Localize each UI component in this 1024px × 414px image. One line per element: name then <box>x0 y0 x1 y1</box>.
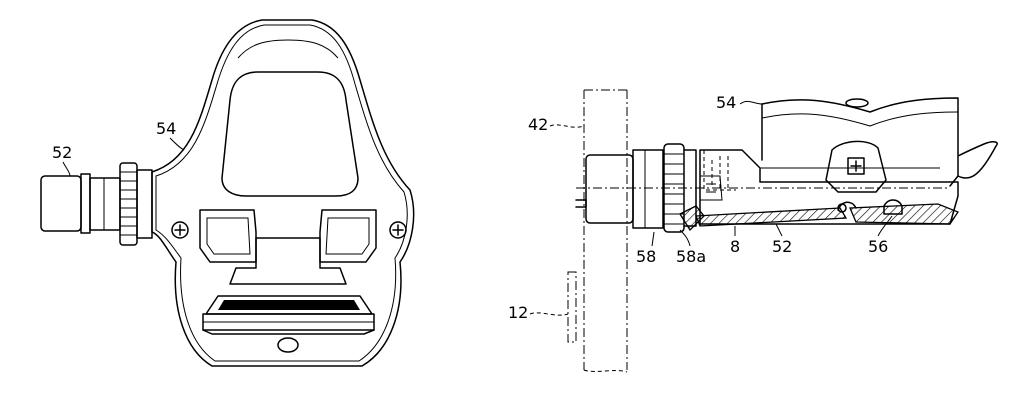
spindle <box>576 150 663 228</box>
label-58: 58 <box>636 247 656 266</box>
plus-screw-icon <box>390 222 406 238</box>
lock-nut <box>120 163 152 245</box>
label-58a: 58a <box>676 247 706 266</box>
front-cleat-plate <box>203 296 374 334</box>
label-42: 42 <box>528 115 548 134</box>
label-52-top: 52 <box>52 143 72 162</box>
crank-phantom <box>568 272 576 342</box>
left-channel-inner <box>207 218 250 254</box>
cleat-top-ridge <box>238 40 338 58</box>
plus-screw-icon <box>172 222 188 238</box>
label-54-side: 54 <box>716 93 736 112</box>
top-hole <box>846 99 868 107</box>
shaft-end-cap <box>41 174 120 233</box>
label-54-top: 54 <box>156 119 176 138</box>
label-56: 56 <box>868 237 888 256</box>
right-channel-inner <box>326 218 369 254</box>
housing-section-right <box>850 204 958 224</box>
label-12: 12 <box>508 303 528 322</box>
front-hole <box>278 338 298 352</box>
crank-arm-phantom <box>584 90 627 372</box>
label-52-side: 52 <box>772 237 792 256</box>
cleat-top-surface <box>222 72 358 196</box>
central-recess <box>230 238 346 284</box>
side-view: 42 12 54 58 58a 8 52 56 <box>508 90 997 372</box>
label-8: 8 <box>730 237 740 256</box>
pedal-body-top <box>762 98 997 178</box>
top-view: 52 54 <box>41 20 414 366</box>
pedal-body-rim <box>762 112 958 126</box>
